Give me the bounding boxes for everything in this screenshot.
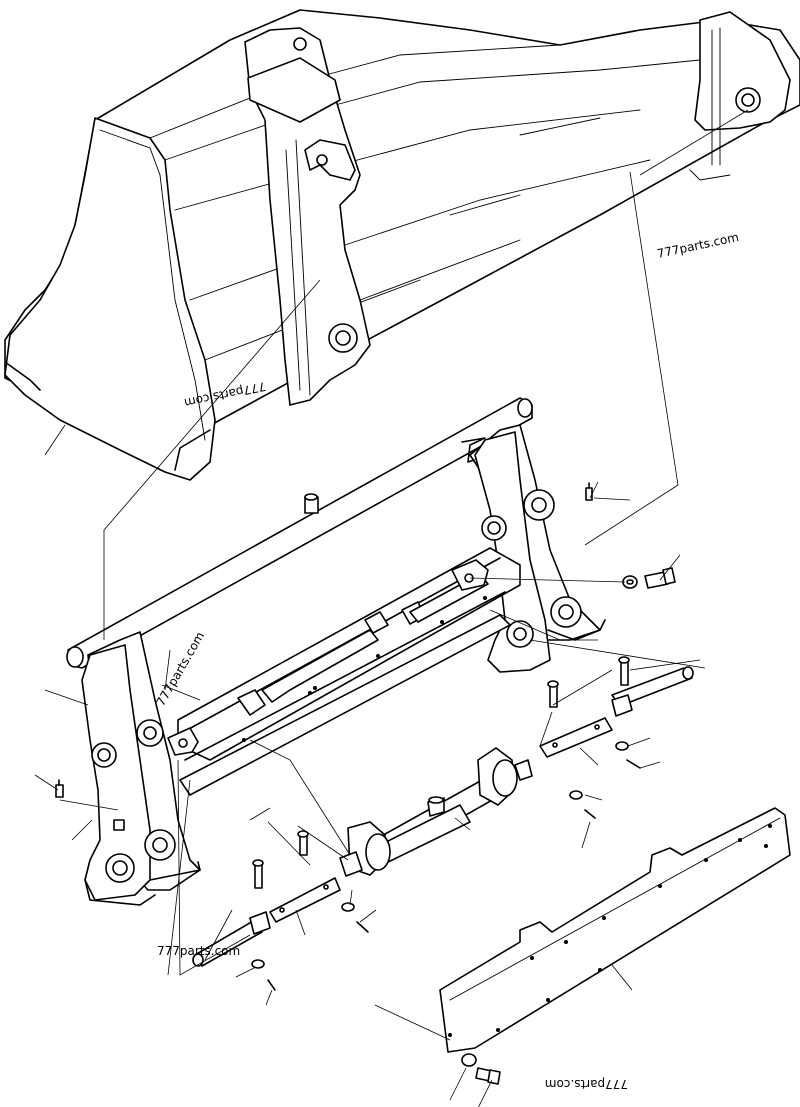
watermark: 777parts.com (656, 230, 740, 261)
bucket-right-bracket (694, 11, 791, 131)
cover-plate (439, 807, 791, 1053)
watermark: 777parts.com (157, 944, 240, 958)
leader-lines (34, 109, 749, 1107)
watermark: 777parts.com (545, 1077, 628, 1091)
bucket-side-plate (4, 117, 216, 481)
lock-cylinder (339, 747, 533, 877)
lower-beam (179, 614, 511, 796)
watermark: 777parts.com (153, 629, 207, 708)
bucket-left-bracket (244, 27, 371, 406)
guard-plate (439, 807, 791, 1085)
coupler-frame (55, 397, 606, 906)
bucket (4, 9, 800, 481)
locking-pins (192, 656, 694, 991)
